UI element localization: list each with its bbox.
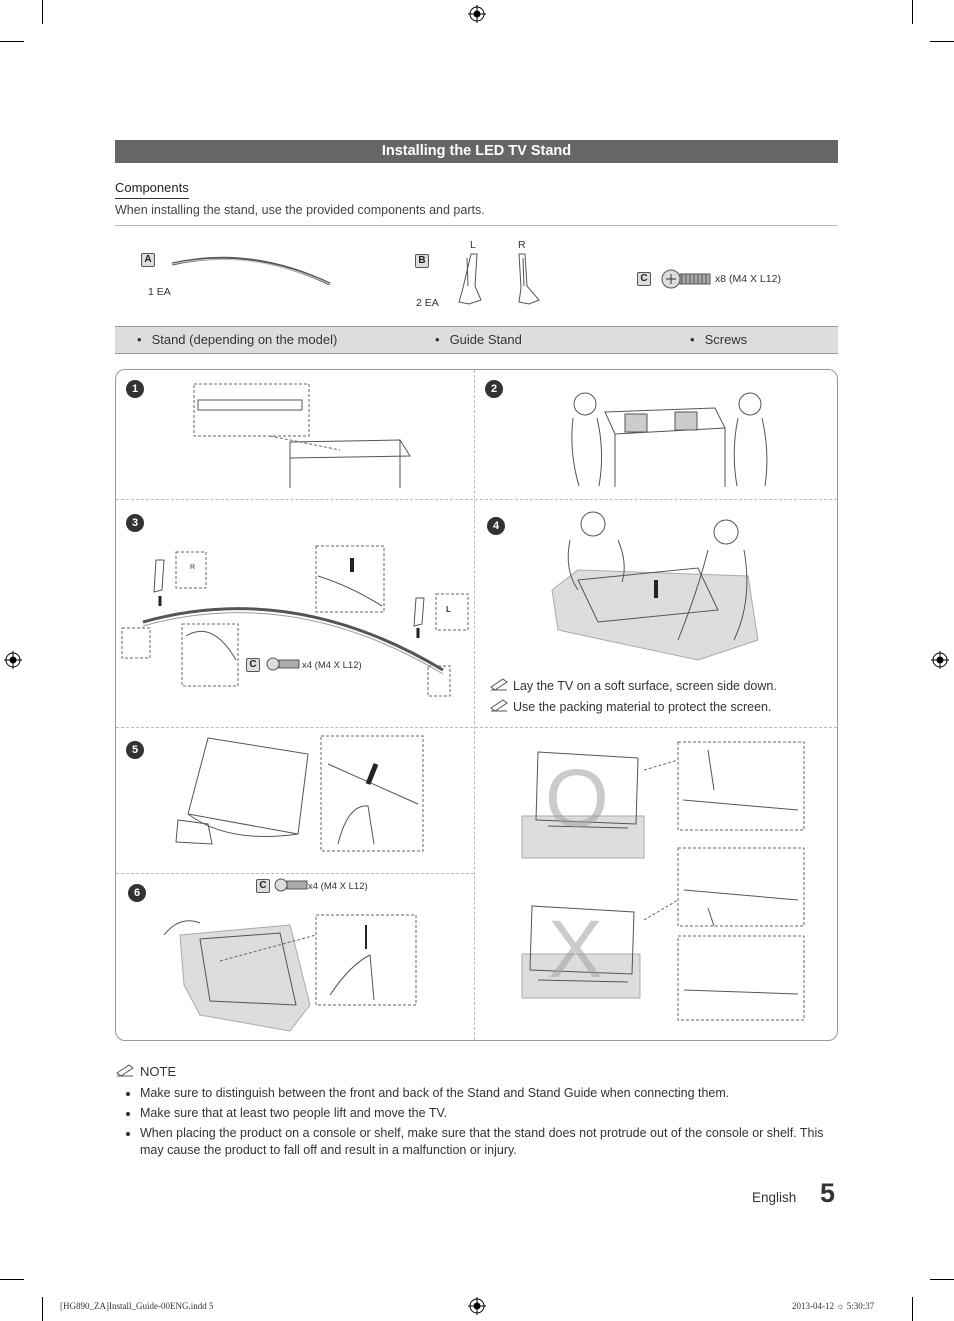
crop-mark — [0, 41, 24, 42]
component-b-badge: B — [415, 254, 429, 268]
step5-insert-stand-illustration — [175, 735, 424, 852]
registration-mark-icon — [931, 651, 949, 669]
component-a-badge: A — [141, 253, 155, 267]
part-name-screws: Screws — [690, 327, 748, 353]
note-pencil-icon — [490, 678, 508, 691]
page-number: 5 — [820, 1178, 836, 1208]
note-list: Make sure to distinguish between the fro… — [115, 1085, 840, 1159]
section-title: Installing the LED TV Stand — [115, 140, 838, 163]
correct-mark: O — [545, 753, 609, 844]
crop-mark — [42, 1297, 43, 1321]
step-number: 5 — [126, 741, 144, 759]
step6-fasten-screws-illustration — [163, 914, 417, 1032]
note-item: When placing the product on a console or… — [140, 1125, 840, 1159]
note-heading: NOTE — [140, 1064, 177, 1079]
step3-screw-qty: x4 (M4 X L12) — [302, 660, 362, 671]
divider — [115, 225, 838, 226]
crop-mark — [912, 1297, 913, 1321]
wrong-mark: X — [548, 904, 603, 995]
part-label: Screws — [704, 332, 748, 347]
label-l-icon: L — [446, 605, 451, 614]
part-name-guide: Guide Stand — [435, 327, 522, 353]
screw-icon — [266, 657, 300, 671]
crop-mark — [42, 0, 43, 24]
note-item: Make sure to distinguish between the fro… — [140, 1085, 840, 1102]
crop-mark — [912, 0, 913, 24]
screw-icon — [274, 878, 308, 892]
components-heading: Components — [115, 180, 189, 199]
note-pencil-icon — [116, 1064, 134, 1077]
registration-mark-icon — [4, 651, 22, 669]
guide-left-label: L — [470, 239, 476, 251]
step6-screw-qty: x4 (M4 X L12) — [308, 881, 368, 892]
component-c-qty: x8 (M4 X L12) — [715, 273, 781, 285]
note-item: Make sure that at least two people lift … — [140, 1105, 840, 1122]
registration-mark-icon — [468, 1297, 486, 1315]
component-a-qty: 1 EA — [148, 286, 171, 298]
footer-language: English — [752, 1190, 797, 1205]
placement-comparison-illustration — [521, 741, 805, 1021]
component-c-badge: C — [637, 272, 651, 286]
part-label: Stand (depending on the model) — [151, 332, 338, 347]
slug-filename: [HG890_ZA]Install_Guide-00ENG.indd 5 — [60, 1301, 214, 1311]
note-section: NOTE Make sure to distinguish between th… — [115, 1063, 840, 1162]
crop-mark — [930, 41, 954, 42]
note-pencil-icon — [490, 699, 508, 712]
grid-divider — [116, 499, 837, 500]
step-number: 6 — [128, 884, 146, 902]
parts-list: Stand (depending on the model) Guide Sta… — [115, 326, 838, 354]
step-number: 3 — [126, 514, 144, 532]
part-label: Guide Stand — [449, 332, 522, 347]
screw-icon — [661, 269, 711, 289]
step4-note-1: Lay the TV on a soft surface, screen sid… — [513, 679, 777, 693]
part-name-stand: Stand (depending on the model) — [137, 327, 338, 353]
grid-divider — [116, 727, 837, 728]
step3-attach-guide-illustration — [121, 545, 469, 697]
step2-lift-illustration — [571, 392, 768, 487]
slug-timestamp: 2013-04-12 ☼ 5:30:37 — [792, 1301, 875, 1311]
step-number: 4 — [487, 517, 505, 535]
step-number: 2 — [485, 380, 503, 398]
step-number: 1 — [126, 380, 144, 398]
guide-right-label: R — [518, 239, 526, 251]
crop-mark — [930, 1279, 954, 1280]
step3-screw-badge: C — [246, 658, 260, 672]
stand-illustration — [171, 256, 331, 286]
guide-stand-illustration — [458, 253, 540, 305]
step4-lay-tv-illustration — [551, 511, 759, 661]
component-b-qty: 2 EA — [416, 297, 439, 309]
label-r-icon: R — [190, 564, 196, 571]
steps-panel — [115, 369, 838, 1041]
step1-unbox-illustration — [193, 383, 411, 488]
step4-note-2: Use the packing material to protect the … — [513, 700, 772, 714]
grid-divider — [474, 370, 475, 1040]
grid-divider — [116, 873, 474, 874]
components-description: When installing the stand, use the provi… — [115, 203, 485, 217]
crop-mark — [0, 1279, 24, 1280]
step6-screw-badge: C — [256, 879, 270, 893]
registration-mark-icon — [468, 5, 486, 23]
